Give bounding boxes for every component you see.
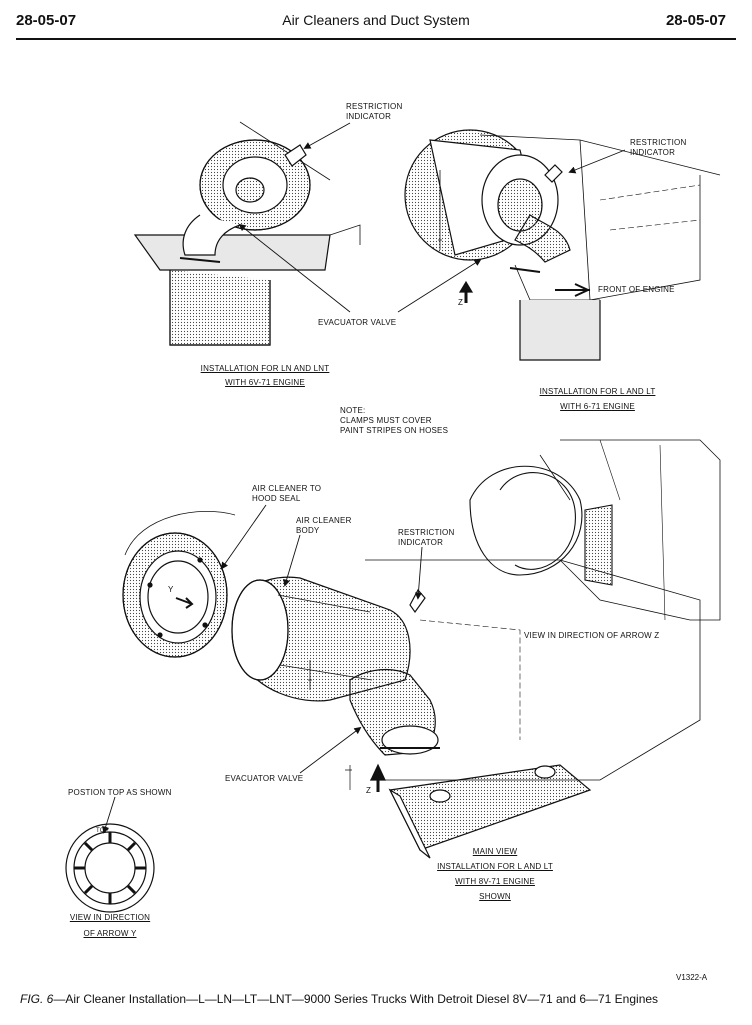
note-text: NOTE: CLAMPS MUST COVER PAINT STRIPES ON…: [340, 406, 449, 435]
top-mark-label: TOP: [96, 828, 109, 834]
drawing-code: V1322-A: [676, 973, 708, 982]
hood-seal-drawing: [122, 511, 236, 658]
ln-installation-caption-1: INSTALLATION FOR LN AND LNT: [200, 364, 330, 373]
hood-seal-label: AIR CLEANER TO HOOD SEAL: [252, 484, 322, 503]
evacuator-valve-label-1: EVACUATOR VALVE: [318, 318, 397, 327]
figure-caption-text: —Air Cleaner Installation—L—LN—LT—LNT—90…: [53, 992, 659, 1006]
arrow-y-view-drawing: [65, 823, 155, 913]
page-number-right: 28-05-07: [665, 12, 726, 29]
main-view-caption-2: INSTALLATION FOR L AND LT: [437, 862, 553, 871]
leader-lines: [102, 122, 626, 834]
figure-number: FIG. 6: [20, 992, 54, 1006]
arrow-z-label-2: Z: [366, 786, 372, 795]
arrow-z-view-drawing: [469, 439, 721, 621]
page-title: Air Cleaners and Duct System: [282, 12, 470, 28]
figure-caption: FIG. 6—Air Cleaner Installation—L—LN—LT—…: [20, 992, 732, 1007]
front-of-engine-label: FRONT OF ENGINE: [598, 285, 675, 294]
page-number-left: 28-05-07: [16, 12, 77, 29]
arrow-y-label: Y: [168, 585, 174, 594]
view-arrow-y-caption-2: OF ARROW Y: [83, 929, 137, 938]
main-view-caption-4: SHOWN: [479, 892, 511, 901]
main-view-drawing: [231, 559, 701, 859]
header-rule: [16, 38, 736, 40]
l-installation-caption-2: WITH 6-71 ENGINE: [560, 402, 635, 411]
restriction-indicator-label-2: RESTRICTION INDICATOR: [630, 138, 687, 157]
main-view-caption-3: WITH 8V-71 ENGINE: [455, 877, 535, 886]
cleaner-body-label: AIR CLEANER BODY: [296, 516, 352, 535]
main-view-caption-1: MAIN VIEW: [472, 847, 518, 856]
arrow-z-label-1: Z: [458, 298, 464, 307]
restriction-indicator-label-1: RESTRICTION INDICATOR: [346, 102, 403, 121]
l-installation-caption-1: INSTALLATION FOR L AND LT: [539, 387, 656, 396]
position-top-label: POSTION TOP AS SHOWN: [68, 788, 172, 797]
ln-installation-caption-2: WITH 6V-71 ENGINE: [225, 378, 305, 387]
ln-installation-drawing: [133, 121, 361, 346]
view-arrow-y-caption-1: VIEW IN DIRECTION: [69, 913, 151, 922]
view-arrow-z-label: VIEW IN DIRECTION OF ARROW Z: [524, 631, 660, 640]
l-installation-drawing: [404, 129, 721, 361]
page-header: 28-05-07 Air Cleaners and Duct System 28…: [0, 0, 752, 40]
restriction-indicator-label-3: RESTRICTION INDICATOR: [398, 528, 455, 547]
evacuator-valve-label-2: EVACUATOR VALVE: [225, 774, 304, 783]
